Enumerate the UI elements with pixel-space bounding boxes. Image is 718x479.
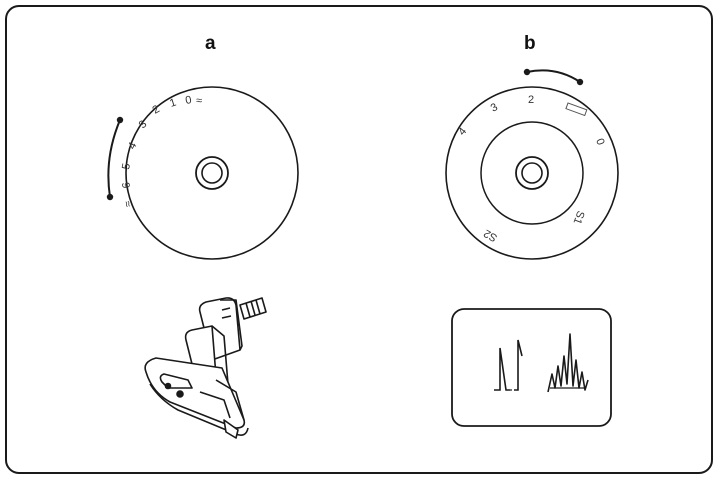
dial-b-mark-s2: S2 <box>482 227 500 244</box>
dial-a-mark-2: 2 <box>151 103 162 116</box>
dial-a-mark-4: 4 <box>126 140 139 151</box>
dial-b-mark-0: 0 <box>593 137 606 147</box>
dial-b-mark-s1: S1 <box>571 209 587 226</box>
presser-foot-icon <box>144 297 267 439</box>
dial-a-mark-6: 6 <box>121 182 133 189</box>
dial-a-mark-5: 5 <box>120 162 133 170</box>
dial-a-mark-1: 1 <box>168 97 178 110</box>
dial-b-mark-4: 4 <box>456 126 469 138</box>
stitch-pattern-icon <box>451 308 612 427</box>
svg-text:≈: ≈ <box>122 199 135 208</box>
stitch-width-dial-icon: 4 3 2 0 S1 S2 <box>445 68 619 260</box>
dial-b-mark-2: 2 <box>528 94 534 106</box>
panel-b-label: b <box>524 33 536 54</box>
stitch-length-dial-icon: 0 ≈ 1 2 3 4 5 6 ≈ <box>106 86 299 260</box>
dial-a-mark-0: 0 <box>184 94 192 107</box>
svg-text:≈: ≈ <box>196 95 202 107</box>
dial-b-mark-3: 3 <box>489 101 500 114</box>
panel-a-label: a <box>205 33 216 54</box>
